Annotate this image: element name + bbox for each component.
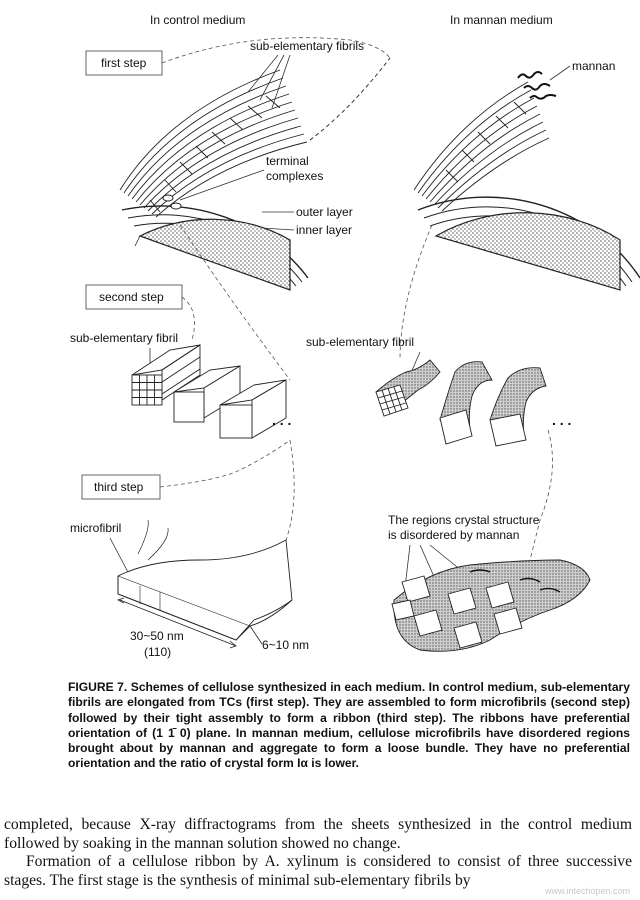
fibrils-pointers [248,55,290,108]
third-step-label: third step [94,480,144,494]
label-sub-elementary-fibrils: sub-elementary fibrils [250,39,364,53]
first-step-box: first step [86,51,162,75]
label-complexes: complexes [266,169,323,183]
label-disordered-line2: is disordered by mannan [388,528,519,542]
second-step-label: second step [99,290,164,304]
connector-mannan-third [530,430,553,560]
heading-control-medium: In control medium [150,13,245,27]
figure-caption: FIGURE 7. Schemes of cellulose synthesiz… [68,680,630,772]
mannan-fibril-fan [414,82,549,211]
label-microfibril: microfibril [70,521,121,535]
paragraph-1: completed, because X-ray diffractograms … [4,816,632,853]
connector-third-right [286,440,294,540]
label-sub-elementary-fibril-mannan: sub-elementary fibril [306,335,414,349]
second-step-box: second step [86,285,182,309]
microfibril-pointer [110,538,130,576]
control-cell [122,206,308,290]
mannan-twisted-block-2 [440,362,492,444]
control-fibril-fan [120,58,390,217]
ellipsis-mannan: . . . [552,412,571,428]
terminal-pointer [180,170,264,200]
watermark: www.intechopen.com [545,886,630,896]
caption-label: FIGURE 7. [68,680,127,694]
label-thickness-dimension: 6~10 nm [262,638,309,652]
mannan-twisted-grid-block [376,360,440,416]
label-mannan: mannan [572,59,615,73]
label-plane: (110) [144,645,171,659]
label-sub-elementary-fibril-control: sub-elementary fibril [70,331,178,345]
body-text: completed, because X-ray diffractograms … [4,816,632,890]
mannan-loose-bundle [392,560,590,651]
label-terminal: terminal [266,154,309,168]
ellipsis-control: . . . [272,412,291,428]
label-inner-layer: inner layer [296,223,352,237]
cellulose-scheme-figure: In control medium In mannan medium first… [0,0,640,670]
control-ribbon [118,520,292,640]
third-step-box: third step [82,475,160,499]
connector-second-step [182,297,194,340]
first-step-label: first step [101,56,147,70]
mannan-cell [418,197,640,290]
connector-third-step [160,440,290,487]
label-outer-layer: outer layer [296,205,353,219]
caption-text: Schemes of cellulose synthesized in each… [68,680,630,770]
label-disordered-line1: The regions crystal structure [388,513,540,527]
paragraph-2: Formation of a cellulose ribbon by A. xy… [4,853,632,890]
heading-mannan-medium: In mannan medium [450,13,553,27]
mannan-particles [518,72,556,99]
label-width-dimension: 30~50 nm [130,629,184,643]
mannan-pointer [550,66,570,80]
mannan-twisted-block-3 [490,368,546,446]
